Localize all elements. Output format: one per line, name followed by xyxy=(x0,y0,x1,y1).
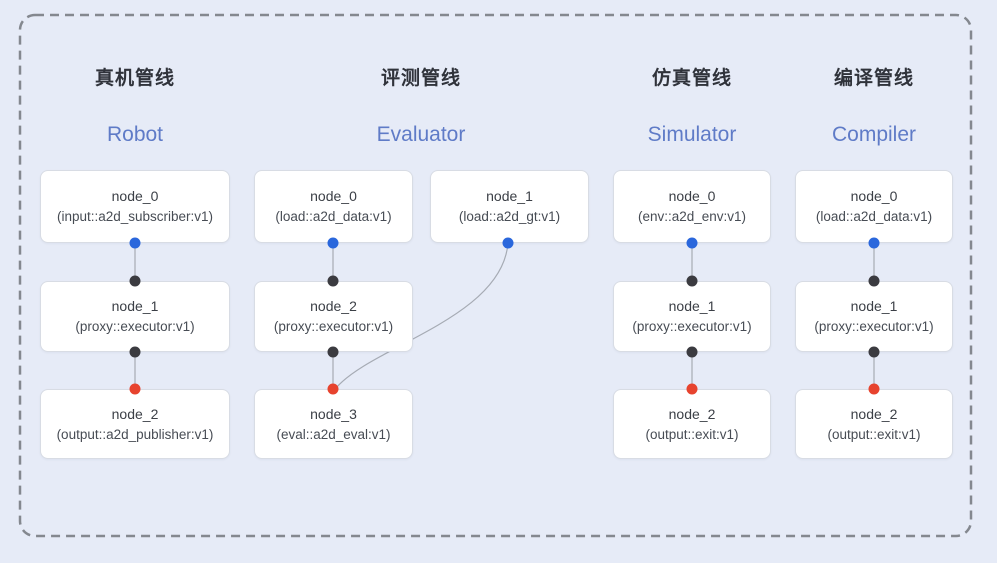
node-title: node_2 xyxy=(668,405,716,422)
node-box-compiler-2: node_2 (output::exit:v1) xyxy=(795,389,953,459)
port-dot-black xyxy=(686,275,698,287)
port-dot-black xyxy=(129,275,141,287)
node-title: node_1 xyxy=(668,298,716,314)
port-dot-red xyxy=(129,383,141,395)
pipeline-title-evaluator: 评测管线 xyxy=(380,68,462,89)
pipeline-title-robot: 真机管线 xyxy=(94,68,176,89)
port-dot-blue xyxy=(327,237,339,249)
node-type: (input::a2d_subscriber:v1) xyxy=(56,209,214,224)
port-dot-red xyxy=(686,383,698,395)
pipeline-name-compiler: Compiler xyxy=(831,123,917,146)
node-box-robot-2: node_2 (output::a2d_publisher:v1) xyxy=(40,389,230,459)
port-dot-red xyxy=(868,383,880,395)
node-title: node_2 xyxy=(111,405,159,422)
port-dot-black xyxy=(686,346,698,358)
pipeline-name-evaluator: Evaluator xyxy=(376,123,466,146)
node-type: (proxy::executor:v1) xyxy=(273,319,394,334)
node-type: (proxy::executor:v1) xyxy=(632,319,752,334)
node-box-simulator-2: node_2 (output::exit:v1) xyxy=(613,389,771,459)
node-title: node_0 xyxy=(111,188,159,204)
node-title: node_0 xyxy=(310,188,357,204)
node-box-compiler-0: node_0 (load::a2d_data:v1) xyxy=(795,170,953,243)
node-box-simulator-0: node_0 (env::a2d_env:v1) xyxy=(613,170,771,243)
node-type: (eval::a2d_eval:v1) xyxy=(276,426,391,442)
node-title: node_1 xyxy=(850,298,898,314)
node-title: node_3 xyxy=(310,405,357,422)
node-type: (load::a2d_data:v1) xyxy=(815,209,933,224)
port-dot-black xyxy=(327,346,339,358)
node-box-evaluator-3: node_3 (eval::a2d_eval:v1) xyxy=(254,389,413,459)
node-title: node_1 xyxy=(111,298,159,314)
port-dot-blue xyxy=(129,237,141,249)
node-type: (output::exit:v1) xyxy=(645,426,739,442)
pipeline-name-simulator: Simulator xyxy=(647,123,737,146)
node-box-evaluator-2: node_2 (proxy::executor:v1) xyxy=(254,281,413,352)
node-type: (load::a2d_gt:v1) xyxy=(458,209,561,224)
node-type: (env::a2d_env:v1) xyxy=(637,209,747,224)
gt-to-eval-curve xyxy=(335,242,509,389)
node-type: (proxy::executor:v1) xyxy=(814,319,934,334)
node-type: (output::exit:v1) xyxy=(827,426,921,442)
node-box-evaluator-1: node_1 (load::a2d_gt:v1) xyxy=(430,170,589,243)
node-box-evaluator-0: node_0 (load::a2d_data:v1) xyxy=(254,170,413,243)
node-title: node_1 xyxy=(486,188,533,204)
node-title: node_0 xyxy=(850,188,898,204)
node-box-robot-0: node_0 (input::a2d_subscriber:v1) xyxy=(40,170,230,243)
pipeline-title-compiler: 编译管线 xyxy=(833,68,915,89)
pipeline-name-robot: Robot xyxy=(106,123,164,146)
dashed-border xyxy=(18,13,973,538)
port-dot-blue xyxy=(502,237,514,249)
node-type: (proxy::executor:v1) xyxy=(75,319,195,334)
node-title: node_2 xyxy=(850,405,898,422)
port-dot-black xyxy=(327,275,339,287)
node-title: node_0 xyxy=(668,188,716,204)
port-dot-black xyxy=(868,346,880,358)
port-dot-blue xyxy=(868,237,880,249)
node-title: node_2 xyxy=(310,298,357,314)
port-dot-black xyxy=(868,275,880,287)
node-box-compiler-1: node_1 (proxy::executor:v1) xyxy=(795,281,953,352)
node-type: (output::a2d_publisher:v1) xyxy=(56,426,214,442)
port-dot-black xyxy=(129,346,141,358)
node-type: (load::a2d_data:v1) xyxy=(275,209,392,224)
node-box-simulator-1: node_1 (proxy::executor:v1) xyxy=(613,281,771,352)
port-dot-red xyxy=(327,383,339,395)
pipeline-title-simulator: 仿真管线 xyxy=(651,68,733,89)
node-box-robot-1: node_1 (proxy::executor:v1) xyxy=(40,281,230,352)
port-dot-blue xyxy=(686,237,698,249)
